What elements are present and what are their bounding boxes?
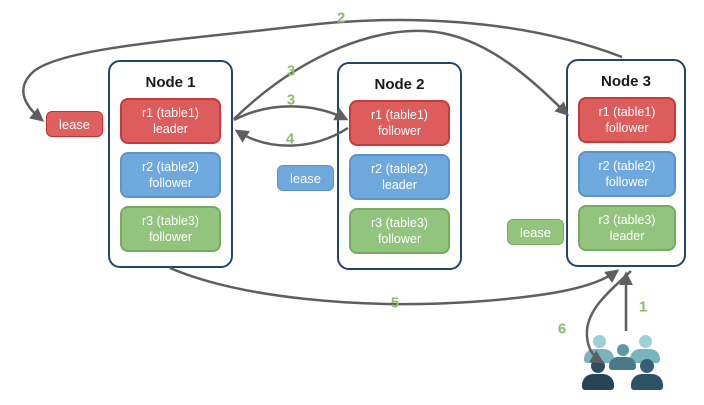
node1-replica-r1: r1 (table1) leader xyxy=(120,98,221,144)
replica-name: r2 (table2) xyxy=(142,159,199,174)
node1-replica-r3: r3 (table3) follower xyxy=(120,206,221,252)
node-2-title: Node 2 xyxy=(374,76,425,93)
node-3-title: Node 3 xyxy=(600,73,651,90)
replica-role: follower xyxy=(377,232,422,246)
person-icon xyxy=(630,335,660,363)
node-1-box: Node 1 r1 (table1) leader r2 (table2) fo… xyxy=(108,60,233,268)
replica-name: r3 (table3) xyxy=(142,213,199,228)
replica-name: r1 (table1) xyxy=(142,105,199,120)
node-2-box: Node 2 r1 (table1) follower r2 (table2) … xyxy=(337,62,462,270)
step-label-2: 2 xyxy=(336,9,346,27)
node-1-title: Node 1 xyxy=(145,74,196,91)
replica-name: r2 (table2) xyxy=(598,158,656,173)
replica-name: r2 (table2) xyxy=(371,161,428,176)
replica-role: follower xyxy=(148,176,193,190)
replica-name: r3 (table3) xyxy=(598,212,656,227)
node2-replica-r1: r1 (table1) follower xyxy=(349,100,450,146)
node1-replica-r2: r2 (table2) follower xyxy=(120,152,221,198)
step-label-3-upper: 3 xyxy=(286,62,296,80)
node3-replica-r2: r2 (table2) follower xyxy=(578,151,676,197)
node3-replica-r1: r1 (table1) follower xyxy=(578,97,676,143)
lease-badge-r2: lease xyxy=(277,165,334,191)
replica-role: leader xyxy=(609,229,645,243)
replica-name: r1 (table1) xyxy=(598,104,656,119)
node2-replica-r3: r3 (table3) follower xyxy=(349,208,450,254)
step-label-4: 4 xyxy=(285,130,295,148)
step-label-6: 6 xyxy=(557,320,567,338)
user-group-icon xyxy=(580,333,666,395)
replica-role: follower xyxy=(605,175,649,189)
person-icon xyxy=(631,359,663,390)
replica-role: leader xyxy=(382,178,417,192)
replica-role: follower xyxy=(605,121,649,135)
step-label-3-lower: 3 xyxy=(286,91,296,109)
node3-replica-r3: r3 (table3) leader xyxy=(578,205,676,251)
replica-role: follower xyxy=(148,230,193,244)
person-icon xyxy=(582,359,614,390)
node2-replica-r2: r2 (table2) leader xyxy=(349,154,450,200)
replica-name: r3 (table3) xyxy=(371,215,428,230)
lease-badge-r1: lease xyxy=(46,111,103,137)
lease-badge-r3: lease xyxy=(507,219,564,245)
step-label-5: 5 xyxy=(390,294,400,312)
node-3-box: Node 3 r1 (table1) follower r2 (table2) … xyxy=(566,59,686,267)
replica-role: leader xyxy=(153,122,188,136)
replica-role: follower xyxy=(377,124,422,138)
step-label-1: 1 xyxy=(638,298,648,316)
replica-name: r1 (table1) xyxy=(371,107,428,122)
